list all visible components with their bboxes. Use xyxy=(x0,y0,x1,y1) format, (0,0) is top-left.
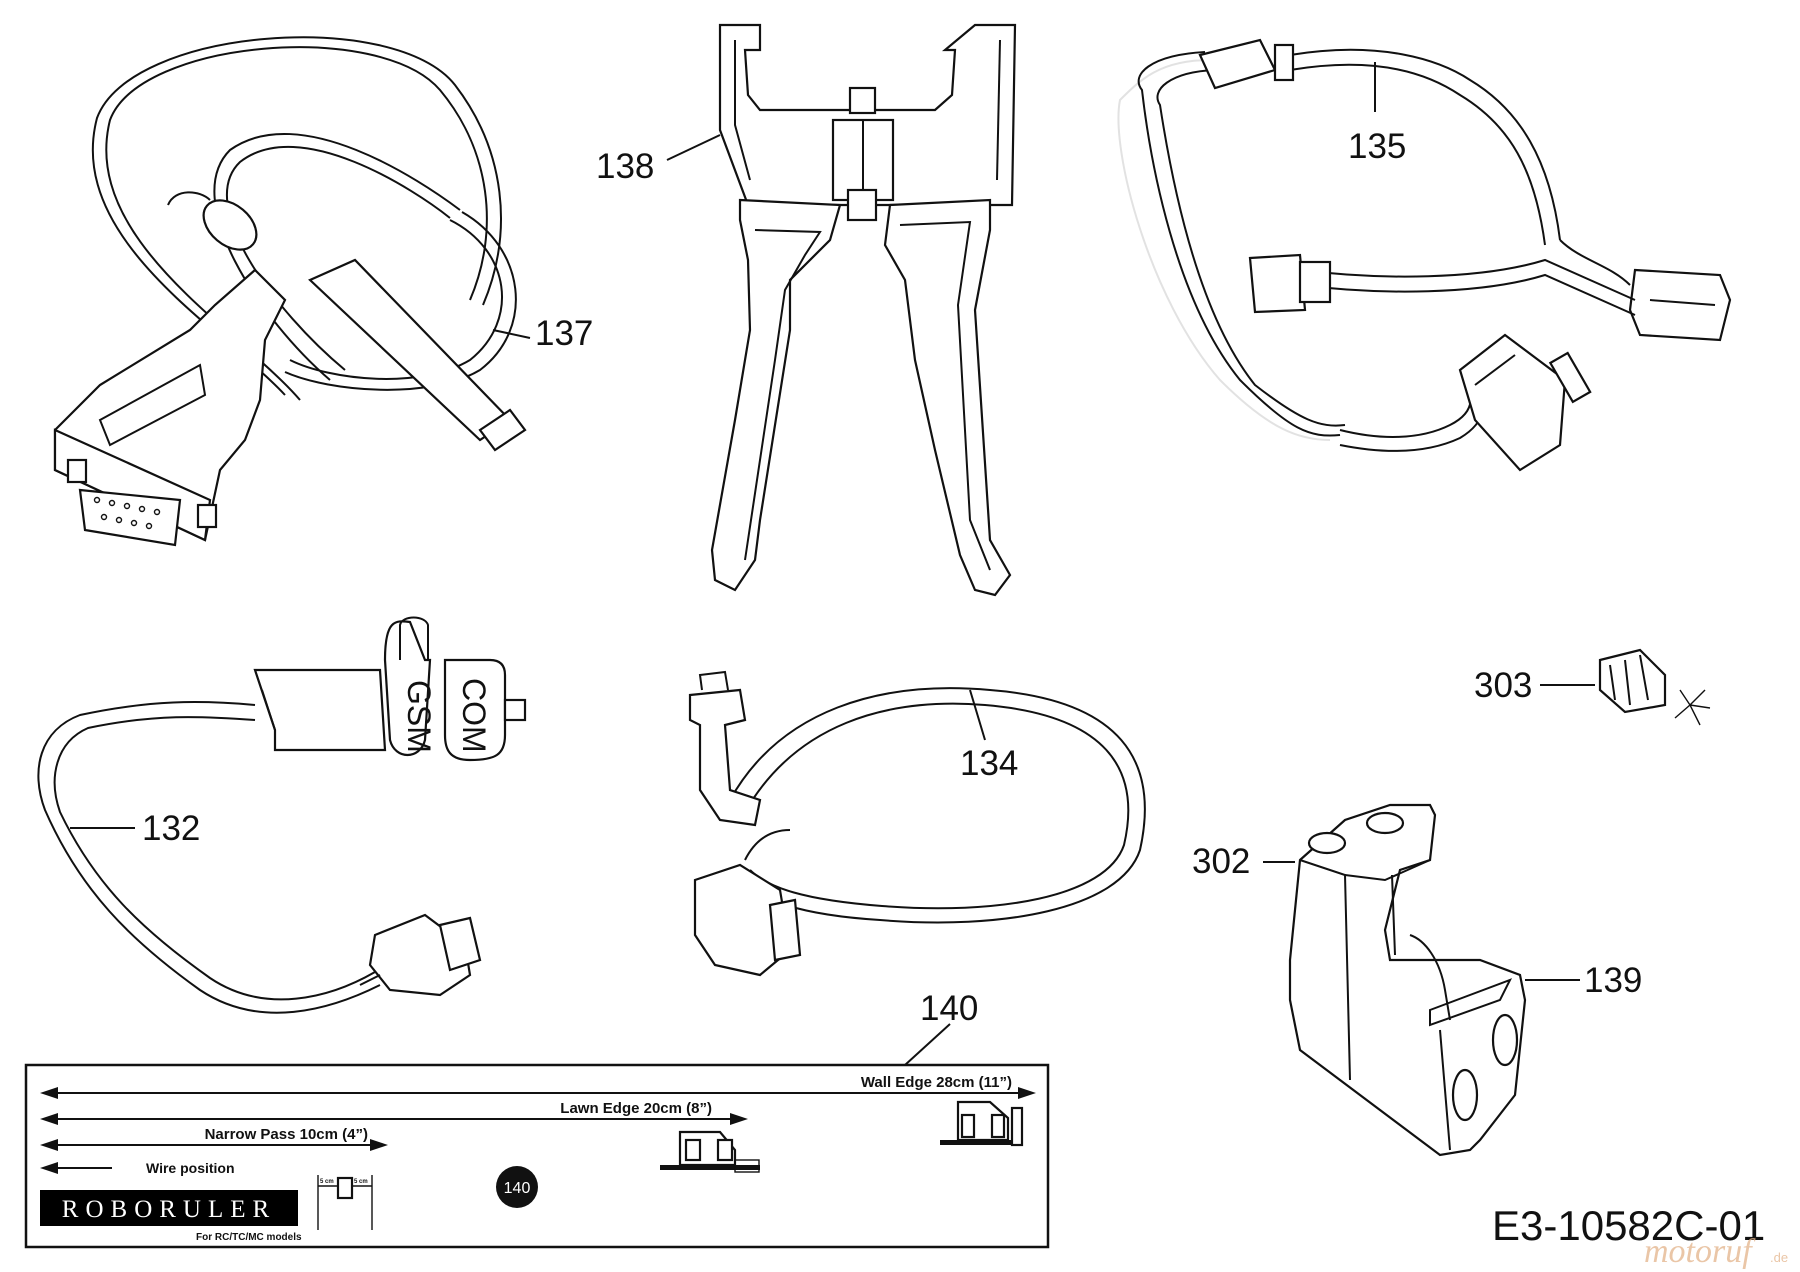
label-138: 138 xyxy=(596,147,654,186)
part-138-holder xyxy=(710,23,1017,597)
watermark: motoruf .de xyxy=(1644,1233,1788,1270)
lawn-edge-label: Lawn Edge 20cm (8”) xyxy=(560,1100,712,1117)
part-140-roboruler: Wall Edge 28cm (11”) Lawn Edge 20cm (8”)… xyxy=(24,1063,1050,1249)
label-303: 303 xyxy=(1474,666,1532,705)
label-140: 140 xyxy=(920,989,978,1028)
tick-left-label: 5 cm xyxy=(320,1179,334,1185)
tick-right-label: 5 cm xyxy=(354,1179,368,1185)
part-303-pin xyxy=(1598,648,1711,726)
narrow-pass-label: Narrow Pass 10cm (4”) xyxy=(205,1126,368,1143)
arrow-narrow-pass xyxy=(40,1139,388,1151)
label-134: 134 xyxy=(960,744,1018,783)
label-302: 302 xyxy=(1192,842,1250,881)
watermark-suffix: .de xyxy=(1770,1250,1788,1265)
mower-icon-lawn xyxy=(660,1130,760,1173)
gsm-label: GSM xyxy=(401,680,437,753)
models-note: For RC/TC/MC models xyxy=(196,1232,302,1243)
label-132: 132 xyxy=(142,809,200,848)
roboruler-brand: ROBORULER xyxy=(62,1196,276,1223)
label-137: 137 xyxy=(535,314,593,353)
watermark-text: motoruf xyxy=(1644,1233,1756,1270)
wall-edge-label: Wall Edge 28cm (11”) xyxy=(861,1074,1012,1091)
part-134-cable xyxy=(688,670,1146,977)
part-137-cable xyxy=(53,36,531,547)
badge-140 xyxy=(496,1166,538,1208)
wire-position-diagram: 5 cm 5 cm xyxy=(317,1175,373,1230)
arrow-lawn-edge xyxy=(40,1113,748,1125)
arrow-wall-edge xyxy=(40,1087,1036,1099)
mower-icon-wall xyxy=(940,1100,1024,1147)
label-139: 139 xyxy=(1584,961,1642,1000)
drawing-code: E3-10582C-01 xyxy=(1492,1202,1765,1249)
arrow-wire-position xyxy=(40,1162,112,1174)
wire-position-label: Wire position xyxy=(146,1160,235,1176)
label-135: 135 xyxy=(1348,127,1406,166)
com-label: COM xyxy=(456,678,492,753)
part-135-harness xyxy=(1117,38,1732,472)
part-302-139-block xyxy=(1288,803,1527,1157)
badge-140-text: 140 xyxy=(504,1180,531,1197)
part-132-cable: GSM COM xyxy=(37,616,527,1014)
